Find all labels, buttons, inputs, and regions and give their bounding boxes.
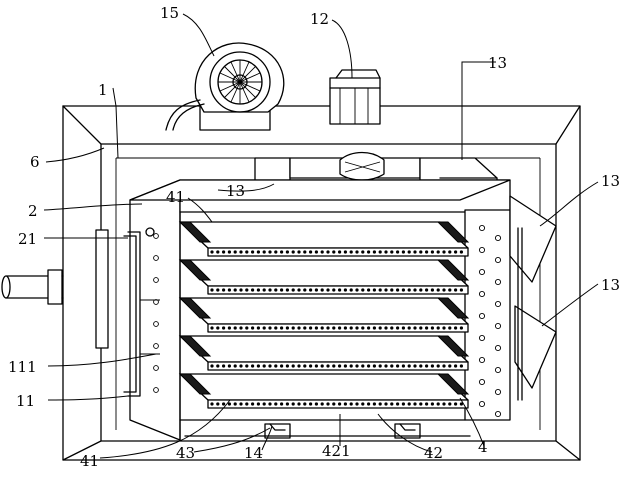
vent-hole [478, 312, 486, 320]
right-panel-holes [478, 224, 502, 418]
vent-hole [478, 356, 486, 364]
label-43: 43 [176, 444, 195, 462]
label-12: 12 [310, 10, 329, 28]
label-11: 11 [16, 392, 35, 410]
vent-hole [478, 290, 486, 298]
tray-stack [178, 221, 470, 409]
blower-fan [165, 42, 285, 131]
drying-tray [178, 259, 470, 295]
label-13-top: 13 [488, 54, 507, 72]
label-6: 6 [30, 153, 40, 171]
vent-hole [478, 246, 486, 254]
vent-hole [153, 387, 159, 393]
drying-tray [178, 297, 470, 333]
vent-hole [153, 343, 159, 349]
vent-hole [494, 410, 502, 418]
label-42: 42 [424, 444, 443, 462]
vent-hole [153, 277, 159, 283]
side-outlet-pipe [1, 269, 64, 305]
vent-hole [494, 322, 502, 330]
label-41-top: 41 [166, 188, 185, 206]
vent-hole [153, 321, 159, 327]
vent-hole [478, 400, 486, 408]
vent-hole [478, 268, 486, 276]
vent-hole [494, 278, 502, 286]
vent-hole [494, 234, 502, 242]
label-13-right-upper: 13 [601, 172, 620, 190]
drying-tray [178, 373, 470, 409]
label-13-mid: 13 [226, 182, 245, 200]
vent-hole [494, 344, 502, 352]
vent-hole [153, 255, 159, 261]
label-421: 421 [322, 442, 351, 460]
leader-lines [43, 13, 599, 459]
vent-hole [153, 233, 159, 239]
label-14: 14 [244, 444, 263, 462]
label-15: 15 [160, 4, 179, 22]
bottom-rails [184, 423, 471, 439]
label-4: 4 [478, 438, 488, 456]
right-flaps [509, 195, 557, 401]
vent-hole [494, 388, 502, 396]
left-panel-holes [153, 233, 159, 393]
label-21: 21 [18, 230, 37, 248]
drying-tray [178, 221, 470, 257]
vent-hole [478, 224, 486, 232]
label-41-bottom: 41 [80, 452, 99, 470]
drying-tray [178, 335, 470, 371]
vent-hole [494, 256, 502, 264]
callout-labels: 15 12 1 13 6 13 13 2 41 21 13 111 11 43 … [8, 4, 620, 470]
vent-hole [494, 300, 502, 308]
vent-hole [478, 378, 486, 386]
top-cylinder [329, 69, 381, 125]
label-111: 111 [8, 358, 37, 376]
left-heater-assembly [95, 227, 160, 397]
vent-hole [153, 365, 159, 371]
vent-hole [494, 366, 502, 374]
label-1: 1 [98, 81, 108, 99]
vent-hole [478, 334, 486, 342]
label-13-right-lower: 13 [601, 276, 620, 294]
label-2: 2 [28, 202, 38, 220]
